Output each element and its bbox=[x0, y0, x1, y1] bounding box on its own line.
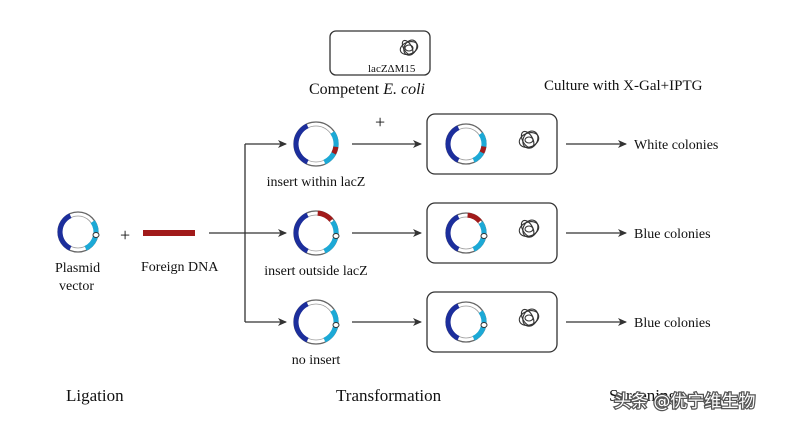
branch-3-cell-plasmid-backbone-segment bbox=[445, 303, 460, 341]
branch-1-recombinant-plasmid-insert-segment bbox=[331, 146, 339, 155]
branch-1-chromosome-icon bbox=[518, 130, 540, 149]
plasmid-vector-backbone-segment bbox=[57, 213, 72, 251]
branch-1-recombinant-plasmid-backbone-segment bbox=[293, 123, 309, 165]
branch-2-label: insert outside lacZ bbox=[264, 264, 367, 279]
stage-screening: Screening bbox=[609, 386, 677, 405]
ecoli-caption: Competent E. coli bbox=[309, 81, 425, 98]
plasmid-vector-icon bbox=[57, 211, 100, 253]
branch-3-recombinant-plasmid-backbone-segment bbox=[293, 301, 309, 343]
branch-3-cell-plasmid-site-marker bbox=[480, 322, 488, 328]
plasmid-vector-site-marker bbox=[92, 232, 100, 238]
watermark: 头条 @优宁维生物 bbox=[614, 392, 755, 412]
culture-label: Culture with X-Gal+IPTG bbox=[544, 78, 703, 94]
branch-1-result: White colonies bbox=[634, 138, 718, 153]
branches: insert within lacZ White colonies insert o… bbox=[245, 113, 718, 368]
stage-transformation: Transformation bbox=[336, 386, 442, 405]
foreign-dna-label: Foreign DNA bbox=[141, 260, 219, 275]
branch-1-label: insert within lacZ bbox=[267, 175, 366, 190]
branch-3-result: Blue colonies bbox=[634, 316, 711, 331]
ecoli-caption-species: E. coli bbox=[382, 81, 425, 98]
branch-2-recombinant-plasmid-insert-segment bbox=[317, 210, 334, 222]
branch-3: no insert Blue colonies bbox=[245, 291, 711, 368]
branch-2-cell-plasmid-backbone-segment bbox=[445, 214, 460, 252]
branch-2-cell-plasmid-insert-segment bbox=[467, 212, 482, 224]
branch-3-label: no insert bbox=[292, 353, 341, 368]
plasmid-label-line2: vector bbox=[59, 279, 94, 294]
plasmid-label-line1: Plasmid bbox=[55, 261, 100, 276]
ecoli-strain-label: lacZΔM15 bbox=[368, 63, 416, 75]
plus-sign-ligation: + bbox=[120, 225, 130, 245]
branch-2: insert outside lacZ Blue colonies bbox=[245, 202, 711, 279]
branch-2-result: Blue colonies bbox=[634, 227, 711, 242]
branch-3-chromosome-icon bbox=[518, 308, 540, 327]
foreign-dna-bar bbox=[143, 230, 195, 236]
branch-2-recombinant-plasmid-backbone-segment bbox=[293, 212, 309, 254]
plus-sign-transformation: + bbox=[375, 112, 385, 132]
bacterial-chromosome-icon bbox=[399, 39, 419, 56]
branch-1-cell-plasmid-insert-segment bbox=[479, 146, 487, 154]
ecoli-caption-prefix: Competent bbox=[309, 81, 383, 98]
branch-1: insert within lacZ White colonies bbox=[245, 113, 718, 190]
stage-ligation: Ligation bbox=[66, 386, 124, 405]
branch-1-cell-plasmid-backbone-segment bbox=[445, 125, 460, 163]
ecoli-box bbox=[329, 30, 431, 76]
branch-3-recombinant-plasmid-site-marker bbox=[332, 322, 340, 328]
branch-2-chromosome-icon bbox=[518, 219, 540, 238]
branch-2-recombinant-plasmid-site-marker bbox=[332, 233, 340, 239]
branch-2-cell-plasmid-site-marker bbox=[480, 233, 488, 239]
